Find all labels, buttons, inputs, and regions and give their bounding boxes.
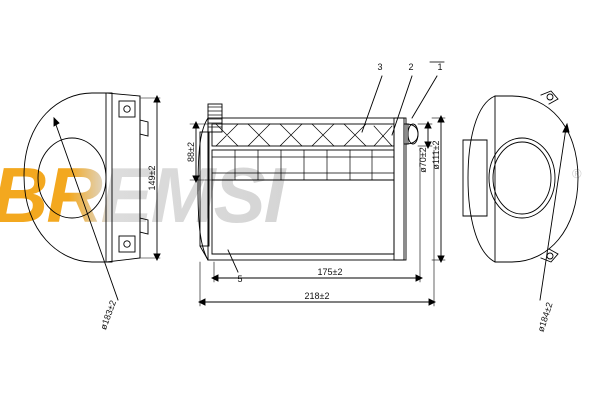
dim-183-label: ø183±2: [98, 299, 118, 331]
dim-175-label: 175±2: [318, 267, 343, 277]
dim-88-label: 88±2: [186, 142, 196, 162]
callout-leaders: 3 2 1 5: [227, 61, 445, 284]
callout-2-label: 2: [408, 62, 413, 72]
dim-218-label: 218±2: [305, 291, 330, 301]
dim-184: ø184±2: [536, 122, 570, 333]
dim-149-label: 149±2: [147, 166, 157, 191]
dim-149: 149±2: [140, 94, 161, 262]
dim-70: ø70±2: [417, 120, 433, 173]
right-end-view: [462, 90, 579, 263]
dim-183: ø183±2: [53, 116, 119, 331]
dim-218: 218±2: [197, 149, 437, 307]
dim-70-label: ø70±2: [418, 147, 428, 172]
dim-88: 88±2: [186, 120, 213, 184]
callout-3-label: 3: [377, 62, 382, 72]
dim-175: 175±2: [210, 147, 424, 283]
center-section-view: [197, 103, 419, 261]
left-end-view: [23, 92, 149, 263]
dim-111: ø111±2: [431, 114, 446, 264]
callout-5-label: 5: [237, 274, 242, 284]
callout-1-label: 1: [437, 62, 442, 72]
dim-184-label: ø184±2: [536, 301, 555, 333]
dim-111-label: ø111±2: [431, 140, 441, 169]
